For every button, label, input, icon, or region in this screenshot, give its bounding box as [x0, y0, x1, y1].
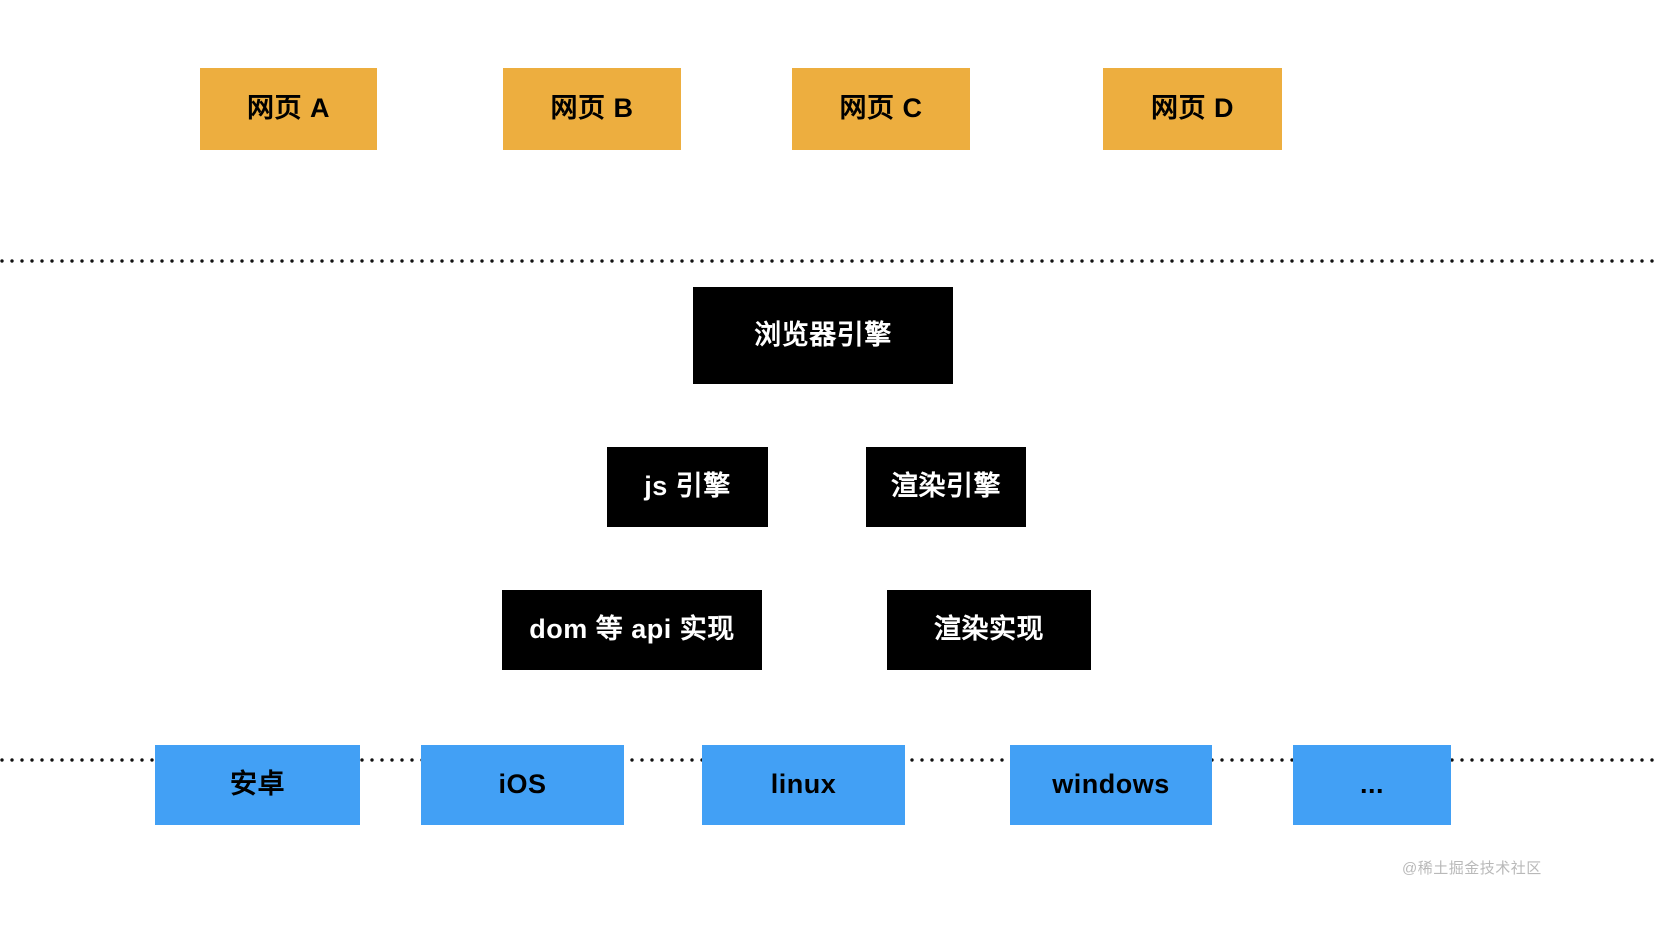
page-box-a: 网页 A	[200, 68, 377, 150]
os-box-android-label: 安卓	[230, 769, 285, 800]
dom-api-impl-box: dom 等 api 实现	[502, 590, 762, 670]
os-box-windows-label: windows	[1052, 769, 1170, 800]
render-engine-box: 渲染引擎	[866, 447, 1026, 527]
page-box-b: 网页 B	[503, 68, 681, 150]
os-box-other: ...	[1293, 745, 1451, 825]
render-impl-box: 渲染实现	[887, 590, 1091, 670]
os-box-ios: iOS	[421, 745, 624, 825]
browser-engine-box: 浏览器引擎	[693, 287, 953, 384]
page-box-c: 网页 C	[792, 68, 970, 150]
os-box-linux: linux	[702, 745, 905, 825]
dom-api-impl-label: dom 等 api 实现	[529, 614, 735, 645]
page-box-a-label: 网页 A	[247, 93, 330, 124]
page-box-d: 网页 D	[1103, 68, 1282, 150]
page-box-d-label: 网页 D	[1151, 93, 1234, 124]
page-box-c-label: 网页 C	[839, 93, 923, 124]
js-engine-label: js 引擎	[644, 471, 731, 502]
page-box-b-label: 网页 B	[550, 93, 634, 124]
os-box-android: 安卓	[155, 745, 360, 825]
browser-engine-label: 浏览器引擎	[754, 319, 892, 350]
render-engine-label: 渲染引擎	[891, 471, 1001, 502]
os-box-windows: windows	[1010, 745, 1212, 825]
os-box-ios-label: iOS	[498, 769, 547, 800]
os-box-linux-label: linux	[770, 769, 837, 800]
watermark: @稀土掘金技术社区	[1402, 860, 1542, 877]
divider-pages-browser	[0, 259, 1656, 263]
js-engine-box: js 引擎	[607, 447, 768, 527]
os-box-other-label: ...	[1359, 769, 1384, 800]
render-impl-label: 渲染实现	[934, 614, 1044, 645]
